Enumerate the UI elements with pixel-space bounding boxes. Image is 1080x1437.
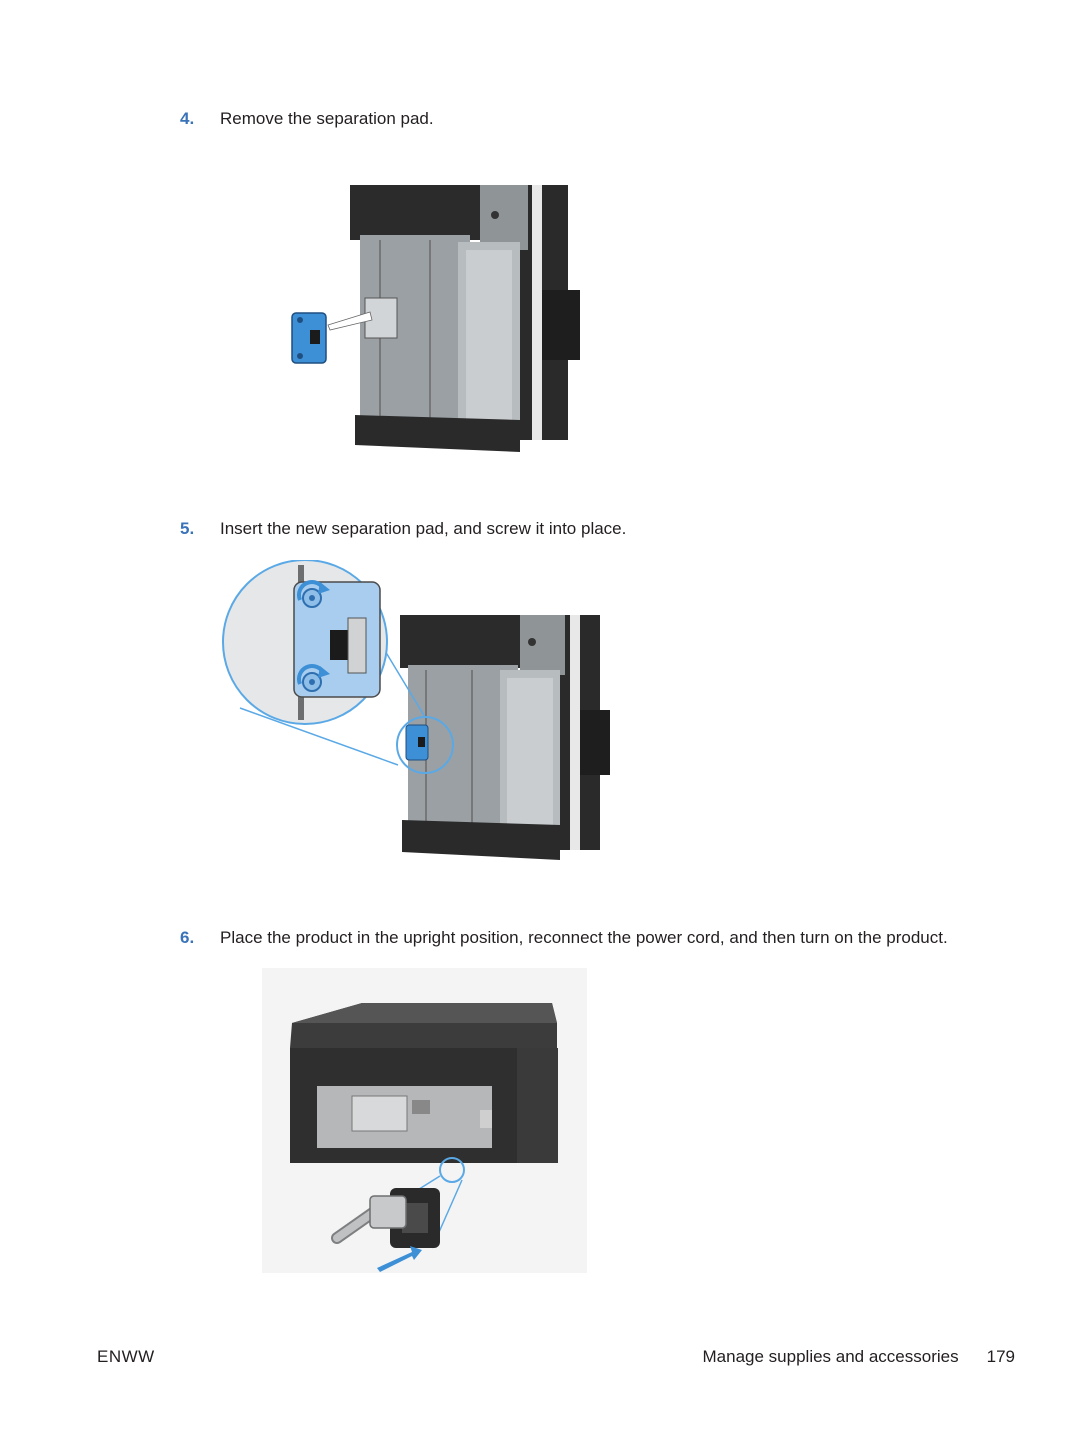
step-text: Insert the new separation pad, and screw… <box>220 519 627 538</box>
step-number: 5. <box>180 519 195 538</box>
footer-section: Manage supplies and accessories 179 <box>703 1346 1015 1368</box>
step-text: Remove the separation pad. <box>220 109 434 128</box>
step-number: 6. <box>180 928 195 947</box>
step-number: 4. <box>180 109 195 128</box>
figure-reconnect-power-cord <box>262 968 587 1273</box>
figure-insert-separation-pad <box>222 560 610 860</box>
figure-remove-separation-pad <box>291 185 580 452</box>
step-6: 6. Place the product in the upright posit… <box>180 927 948 949</box>
footer-section-title: Manage supplies and accessories <box>702 1347 959 1366</box>
step-5: 5. Insert the new separation pad, and scr… <box>180 518 626 540</box>
page-number: 179 <box>986 1347 1015 1366</box>
step-4: 4. Remove the separation pad. <box>180 108 434 130</box>
footer-enww: ENWW <box>97 1347 155 1366</box>
step-text: Place the product in the upright positio… <box>220 928 948 947</box>
